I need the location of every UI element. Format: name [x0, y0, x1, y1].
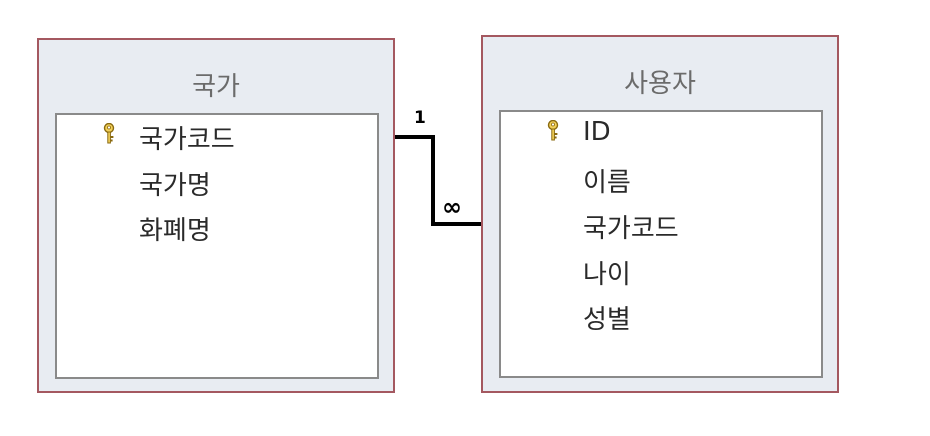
field-user-name[interactable]: 이름: [583, 168, 631, 198]
primary-key-icon: [546, 119, 560, 142]
table-user-field-list: ID 이름 국가코드 나이 성별: [499, 110, 823, 378]
table-country[interactable]: 국가 국가코드 국가명 화폐명: [37, 38, 395, 393]
relationship-one-label: 1: [414, 108, 426, 128]
field-user-id[interactable]: ID: [583, 117, 611, 147]
relationship-connector[interactable]: [395, 135, 481, 226]
field-user-age[interactable]: 나이: [583, 260, 631, 290]
table-user-title: 사용자: [624, 69, 696, 99]
field-country-name[interactable]: 국가명: [139, 171, 211, 201]
relationship-many-label: ∞: [442, 193, 462, 221]
field-user-gender[interactable]: 성별: [583, 305, 631, 335]
field-user-country-code[interactable]: 국가코드: [583, 214, 679, 244]
field-currency-name[interactable]: 화폐명: [139, 216, 211, 246]
field-country-code[interactable]: 국가코드: [139, 125, 235, 155]
table-user[interactable]: 사용자 ID 이름 국가코드 나이 성별: [481, 35, 839, 393]
table-country-title: 국가: [192, 72, 240, 102]
table-country-field-list: 국가코드 국가명 화폐명: [55, 113, 379, 379]
primary-key-icon: [102, 122, 116, 145]
